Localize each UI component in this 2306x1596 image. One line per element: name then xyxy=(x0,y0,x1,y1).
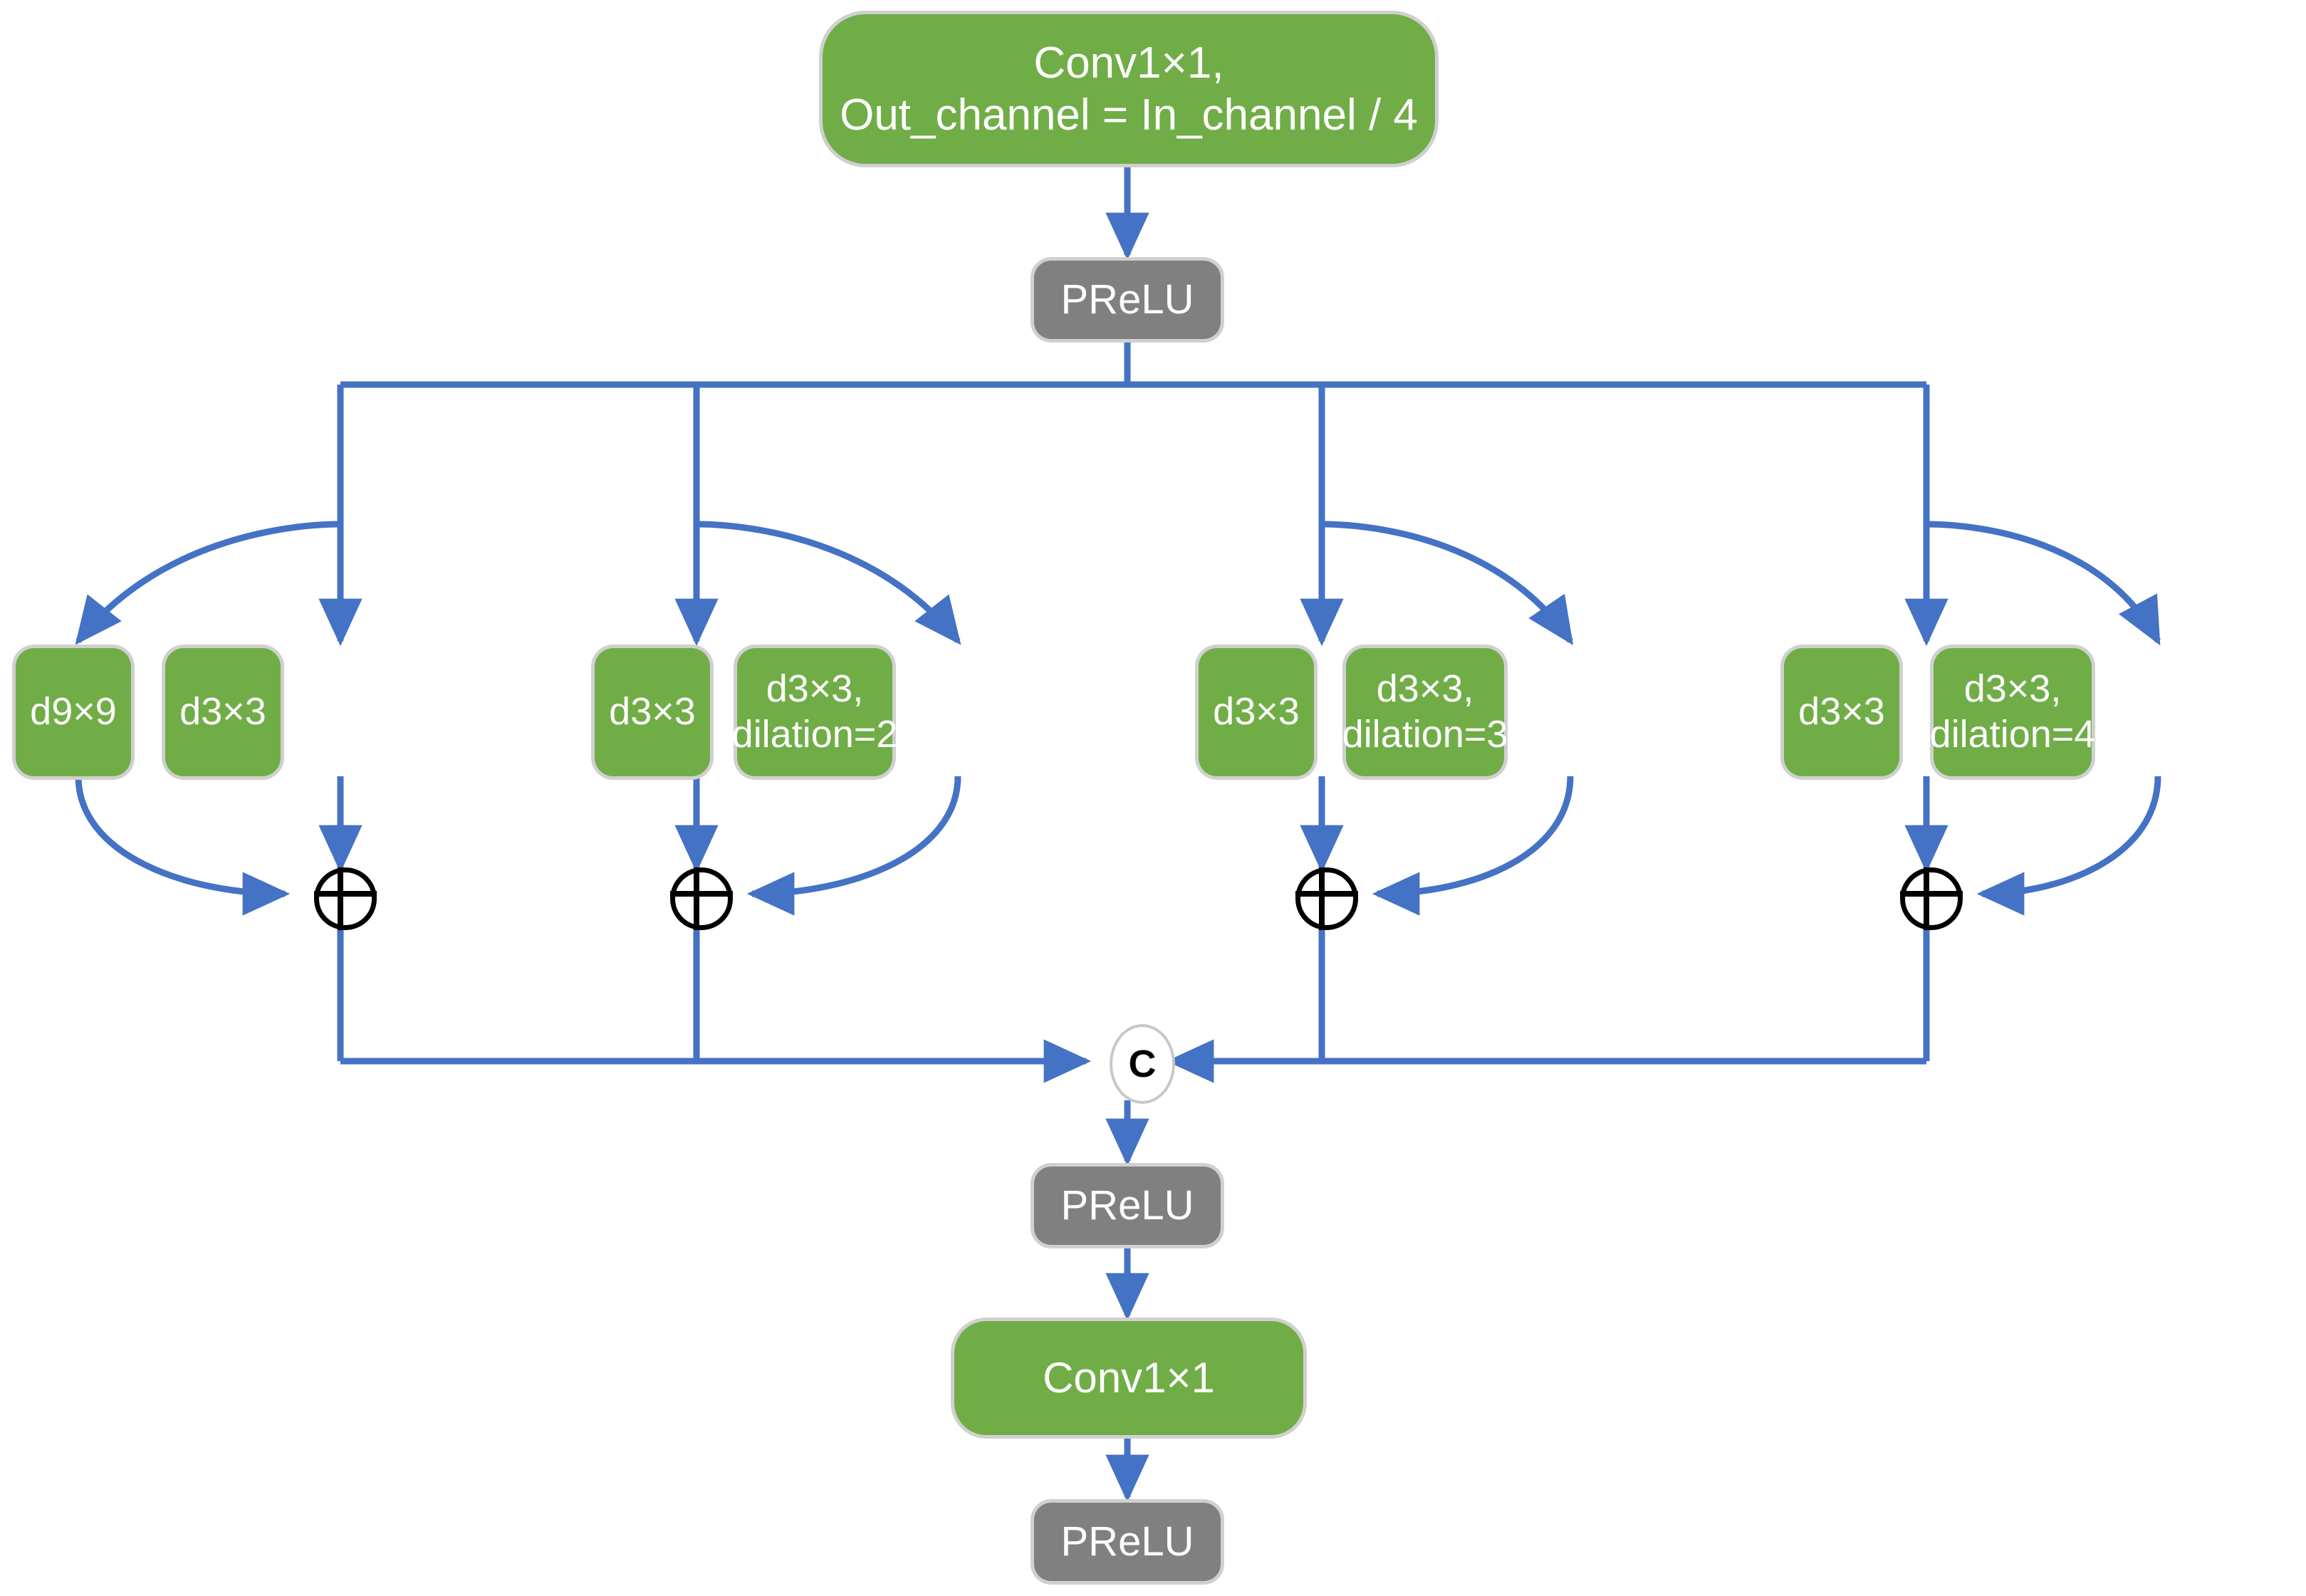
wire-b2-side-to-sum xyxy=(746,776,961,916)
branch-3-side-block[interactable]: d3×3, dilation=3 xyxy=(1342,648,1508,776)
branch-4-side-label: d3×3, dilation=4 xyxy=(1929,667,2096,756)
branch-4-side-block[interactable]: d3×3, dilation=4 xyxy=(1930,648,2095,776)
sum-icon-branch-3 xyxy=(1295,867,1358,930)
sum-icon-branch-4 xyxy=(1900,867,1963,930)
branch-2-side-label: d3×3, dilation=2 xyxy=(731,667,898,756)
conv-1x1-bottom-block[interactable]: Conv1×1 xyxy=(954,1321,1303,1435)
wire-b1-side-curve xyxy=(75,521,341,645)
wire-b4-side-to-sum xyxy=(1976,776,2161,916)
conv-1x1-bottom-label: Conv1×1 xyxy=(1043,1353,1215,1402)
sum-icon-branch-1 xyxy=(314,867,377,930)
branch-1-side-label: d9×9 xyxy=(30,690,117,734)
prelu-3-label: PReLU xyxy=(1060,1518,1194,1565)
wire-b3-side-to-sum xyxy=(1372,776,1574,916)
branch-3-main-label: d3×3 xyxy=(1213,690,1300,734)
branch-3-main-block[interactable]: d3×3 xyxy=(1199,648,1314,776)
branch-4-main-block[interactable]: d3×3 xyxy=(1784,648,1899,776)
branch-2-main-label: d3×3 xyxy=(609,690,696,734)
concat-label: C xyxy=(1128,1043,1157,1085)
branch-1-side-block[interactable]: d9×9 xyxy=(16,648,131,776)
prelu-2-label: PReLU xyxy=(1060,1182,1194,1229)
prelu-block-1[interactable]: PReLU xyxy=(1034,261,1221,339)
branch-1-main-block[interactable]: d3×3 xyxy=(165,648,281,776)
branch-2-side-block[interactable]: d3×3, dilation=2 xyxy=(732,648,897,776)
conv-1x1-top-block[interactable]: Conv1×1, Out_channel = In_channel / 4 xyxy=(823,14,1435,164)
branch-1-main-label: d3×3 xyxy=(179,690,266,734)
sum-icon-branch-2 xyxy=(670,867,733,930)
wire-b3-side-curve xyxy=(1321,521,1574,645)
conv-1x1-top-label: Conv1×1, Out_channel = In_channel / 4 xyxy=(840,38,1418,140)
prelu-block-3[interactable]: PReLU xyxy=(1034,1503,1221,1581)
wire-b1-side-to-sum xyxy=(75,776,291,916)
branch-2-main-block[interactable]: d3×3 xyxy=(595,648,710,776)
concat-node[interactable]: C xyxy=(1110,1024,1175,1104)
branch-4-main-label: d3×3 xyxy=(1798,690,1885,734)
wire-b4-side-curve xyxy=(1926,521,2161,646)
wire-b2-side-curve xyxy=(696,521,961,645)
prelu-1-label: PReLU xyxy=(1060,276,1194,323)
branch-3-side-label: d3×3, dilation=3 xyxy=(1342,667,1508,756)
prelu-block-2[interactable]: PReLU xyxy=(1034,1167,1221,1245)
